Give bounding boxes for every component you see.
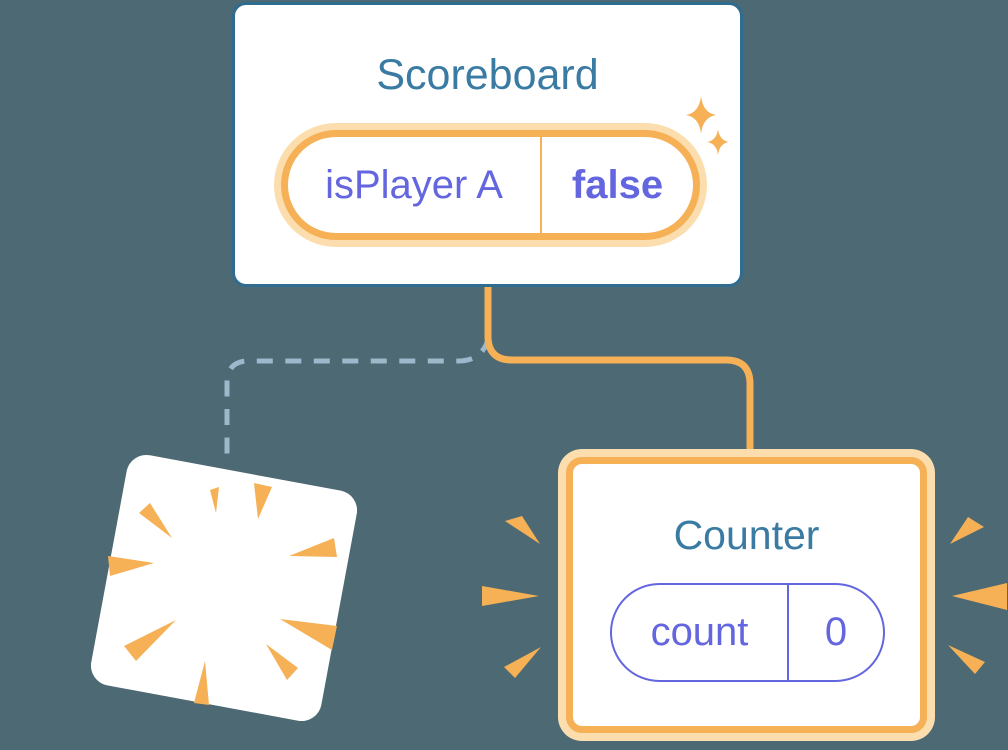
pill-divider xyxy=(540,137,542,233)
emphasis-rays-left-icon xyxy=(482,516,541,678)
solid-connector-to-counter-card xyxy=(484,283,754,460)
dashed-connector-to-destroyed-card xyxy=(224,336,492,462)
destroyed-component-card xyxy=(87,451,361,725)
counter-state-pill: count 0 xyxy=(610,583,885,682)
counter-component-card: Counter count 0 xyxy=(566,457,927,733)
state-value-label: false xyxy=(571,162,664,207)
pill-divider xyxy=(787,585,789,680)
state-name-label: isPlayer A xyxy=(325,162,503,207)
emphasis-rays-right-icon xyxy=(948,517,1007,674)
counter-card-title: Counter xyxy=(673,512,820,558)
scoreboard-card-title: Scoreboard xyxy=(376,51,599,99)
scoreboard-component-card: Scoreboard isPlayer A false xyxy=(232,2,743,287)
state-name-label: count xyxy=(650,610,749,654)
scoreboard-state-pill: isPlayer A false xyxy=(281,130,700,240)
state-value-label: 0 xyxy=(824,610,848,654)
